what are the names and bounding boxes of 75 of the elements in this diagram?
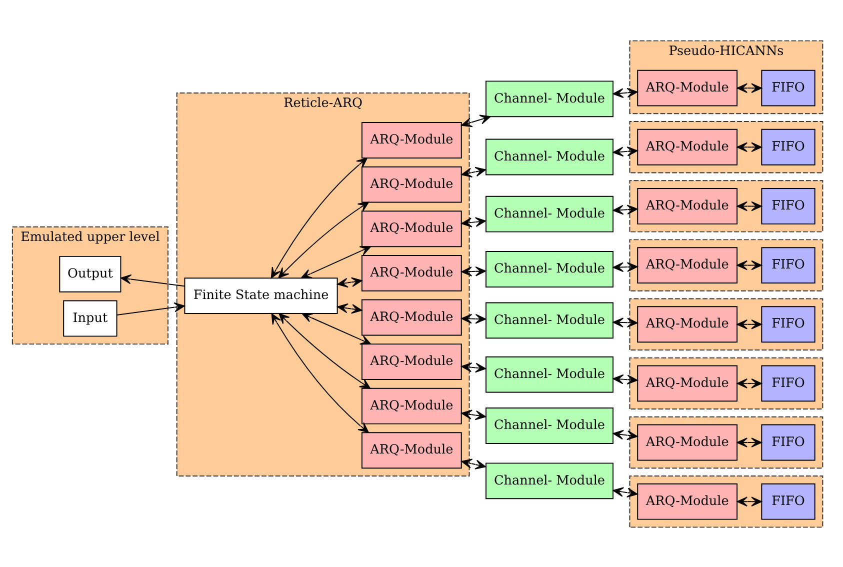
arrow: [116, 302, 185, 316]
cluster: [629, 356, 824, 410]
node-box: ARQ-Module: [361, 166, 462, 202]
arrow: [270, 157, 368, 278]
arrow: [278, 201, 369, 278]
arrow: [300, 246, 371, 278]
arrow: [736, 142, 762, 152]
arrow: [337, 276, 362, 288]
node-box: FIFO: [761, 188, 816, 224]
arrow: [612, 146, 638, 156]
node-box: FIFO: [761, 128, 816, 165]
arrow: [612, 262, 638, 272]
node-box: ARQ-Module: [361, 122, 462, 158]
arrow: [461, 458, 486, 469]
arrow: [461, 216, 486, 227]
node-box: ARQ-Module: [361, 343, 462, 380]
arrow: [461, 362, 486, 372]
arrow: [736, 437, 762, 447]
arrow: [612, 429, 638, 440]
node-box: ARQ-Module: [361, 210, 462, 247]
arrow: [337, 302, 362, 314]
node-box: ARQ-Module: [637, 424, 738, 460]
arrow: [461, 114, 491, 127]
node-box: Output: [59, 255, 122, 292]
node-box: ARQ-Module: [361, 254, 462, 291]
node-box: FIFO: [761, 482, 816, 520]
arrow: [736, 200, 762, 211]
node-box: Channel- Module: [486, 195, 614, 232]
node-box: Input: [63, 300, 118, 336]
cluster: [629, 416, 824, 468]
arrow: [736, 260, 762, 270]
node-box: ARQ-Module: [361, 387, 462, 424]
arrow: [461, 313, 486, 324]
arrow: [302, 312, 372, 344]
arrow: [612, 87, 638, 98]
arrow: [736, 318, 762, 329]
cluster: [629, 298, 824, 350]
node-box: FIFO: [761, 246, 816, 283]
node-box: FIFO: [761, 424, 816, 460]
arrow: [736, 496, 762, 506]
cluster: [629, 120, 824, 173]
node-box: FIFO: [761, 306, 816, 342]
node-box: Channel- Module: [486, 250, 614, 287]
node-box: ARQ-Module: [637, 306, 738, 342]
arrow: [278, 312, 371, 388]
node-box: ARQ-Module: [637, 128, 738, 165]
node-box: Channel- Module: [486, 138, 614, 175]
node-box: ARQ-Module: [637, 188, 738, 224]
arrow: [461, 409, 486, 420]
arrow: [461, 266, 486, 276]
arrow: [612, 374, 638, 384]
arrow: [736, 82, 762, 92]
node-box: ARQ-Module: [637, 364, 738, 402]
node-box: FIFO: [761, 69, 816, 106]
node-box: Channel- Module: [486, 462, 614, 499]
arrow: [612, 204, 638, 214]
node-box: ARQ-Module: [637, 246, 738, 283]
cluster: [629, 475, 824, 528]
arrow: [736, 378, 762, 388]
node-box: Channel- Module: [486, 302, 614, 338]
node-box: Finite State machine: [184, 277, 338, 314]
node-box: ARQ-Module: [361, 298, 462, 336]
cluster: [629, 238, 824, 291]
cluster: [629, 180, 824, 232]
node-box: ARQ-Module: [361, 432, 462, 468]
arrow: [612, 317, 638, 328]
arrow: [612, 486, 638, 498]
arrow: [271, 312, 369, 432]
node-box: Channel- Module: [486, 407, 614, 444]
arrow: [461, 166, 486, 177]
node-box: Channel- Module: [486, 80, 614, 117]
node-box: FIFO: [761, 364, 816, 402]
node-box: ARQ-Module: [637, 482, 738, 520]
node-box: Channel- Module: [486, 356, 614, 392]
node-box: ARQ-Module: [637, 69, 738, 106]
